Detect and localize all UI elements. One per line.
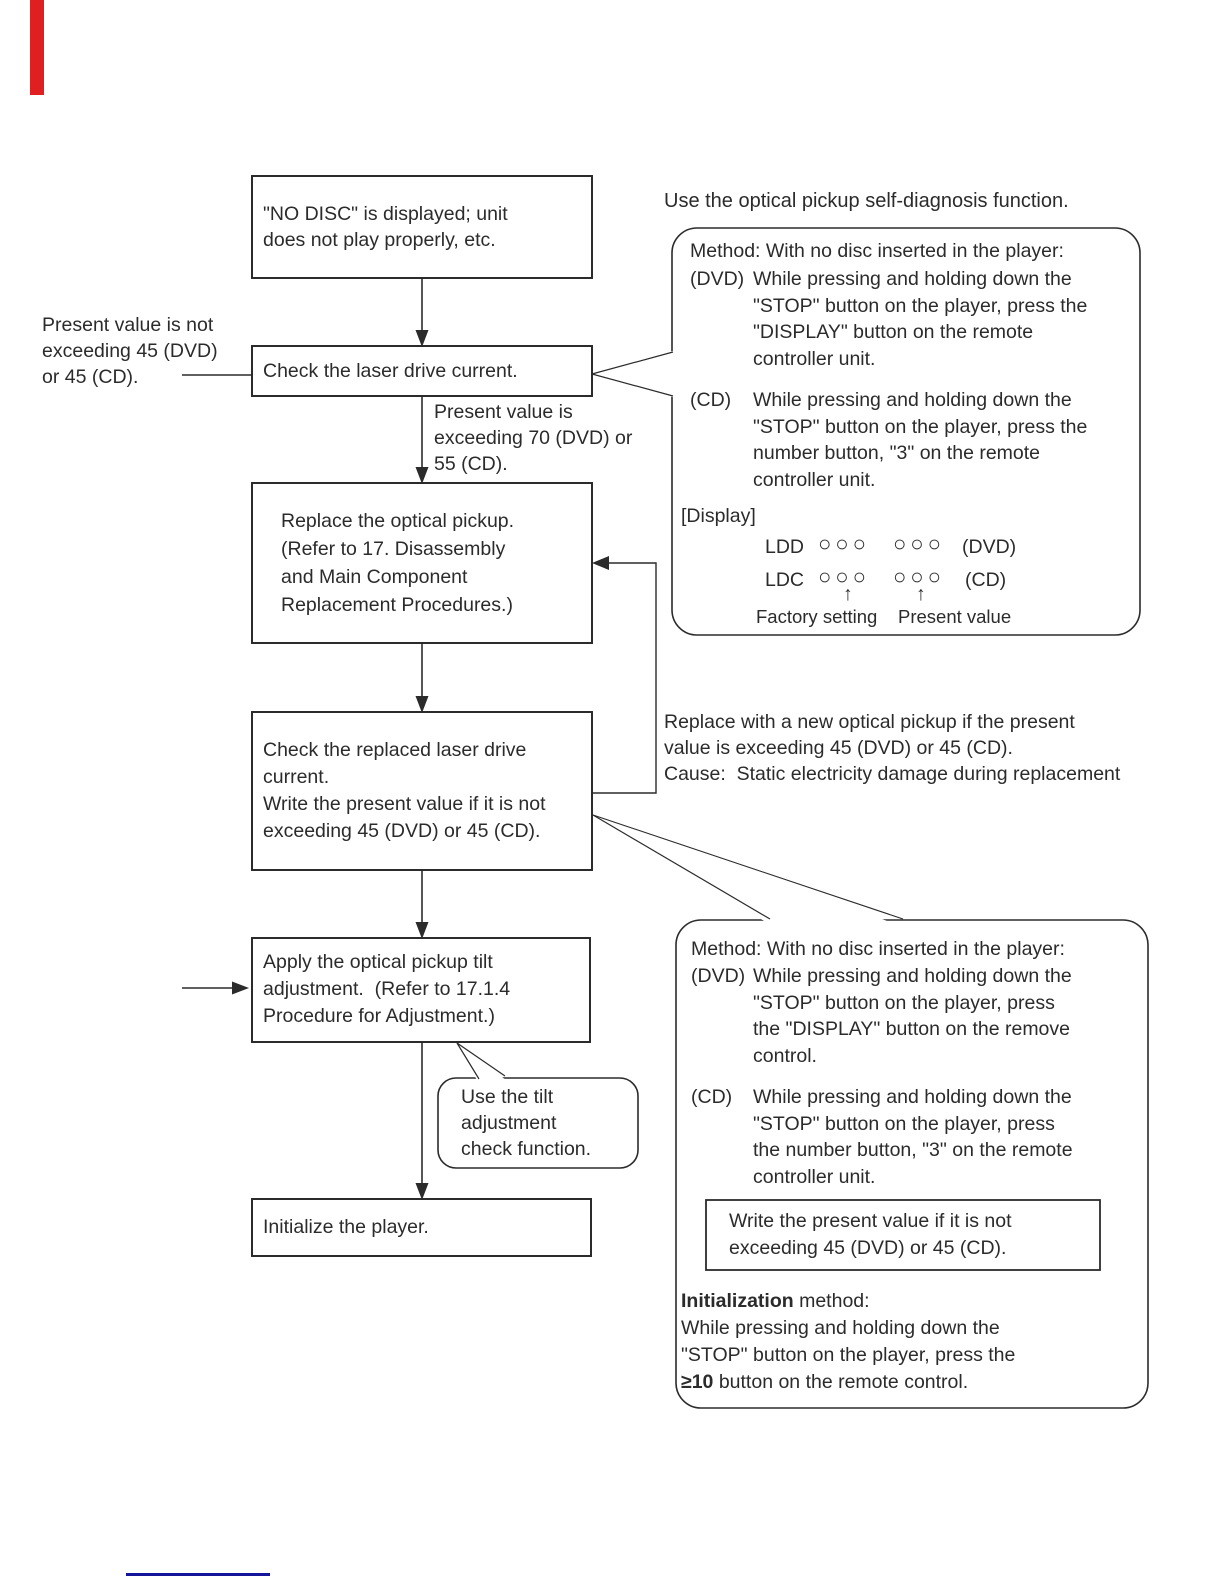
tilt-adjust-box-text: Apply the optical pickup tilt adjustment… [263,951,511,1027]
ge-ten-button-label: ≥10 [681,1371,714,1393]
initialization-dvd-label: (DVD) [691,965,746,987]
arrow-tilt-to-initialize-head [415,1183,429,1200]
initialization-steps-last-line: ≥10 button on the remote control. [681,1369,1121,1396]
feedback-loop-arrow-head [592,556,609,570]
check-replaced-box-outline [251,711,593,871]
factory-setting-arrow-icon: ↑ [843,583,853,605]
symptom-box-outline [251,175,593,279]
diagnosis-dvd-label: (DVD) [690,268,745,290]
fail-branch-label: Present value is exceeding 70 (DVD) or 5… [434,401,633,475]
red-margin-tab [30,0,44,95]
diagnosis-bubble-outline [671,227,1141,636]
initialization-pointer-left-line [592,814,771,920]
arrow-left-into-tilt-head [232,981,249,995]
initialization-heading-bold: Initialization [681,1290,794,1312]
ldc-tag: (CD) [965,569,1007,591]
tilt-adjust-box-outline [251,937,591,1043]
arrow-recheck-to-tilt-head [415,922,429,939]
display-heading: [Display] [681,505,756,527]
write-value-box-outline [705,1199,1101,1271]
initialization-steps: While pressing and holding down the "STO… [681,1317,1016,1366]
ldd-factory-circles: ○○○ [818,531,870,556]
ldc-present-circles: ○○○ [893,564,945,589]
initialization-cd-label: (CD) [691,1086,733,1108]
arrow-replace-to-recheck-head [415,696,429,713]
check-current-box-text: Check the laser drive current. [263,360,518,382]
footer-rule [126,1573,270,1576]
replace-note: Replace with a new optical pickup if the… [664,711,1121,785]
feedback-loop-line [592,562,657,794]
ldd-label: LDD [765,536,805,558]
symptom-box-text: "NO DISC" is displayed; unit does not pl… [263,203,508,251]
initialization-steps-rest: button on the remote control. [713,1371,969,1393]
write-value-box-text: Write the present value if it is not exc… [729,1210,1012,1259]
factory-setting-label: Factory setting [756,606,878,627]
arrow-symptom-to-check-head [415,330,429,347]
diagnosis-cd-label: (CD) [690,389,732,411]
ldd-tag: (DVD) [962,536,1017,558]
self-diagnosis-header: Use the optical pickup self-diagnosis fu… [664,190,1069,212]
diagnosis-pointer-upper-line [591,351,674,375]
tilt-check-pointer-mask [457,1044,506,1082]
initialization-dvd-steps: While pressing and holding down the "STO… [753,965,1072,1067]
diagnosis-dvd-steps: While pressing and holding down the "STO… [753,268,1088,370]
diagnosis-pointer-lower-line [591,373,674,397]
initialization-method-intro: Method: With no disc inserted in the pla… [691,938,1065,960]
initialization-heading-rest: method: [793,1290,870,1312]
ldc-factory-circles: ○○○ [818,564,870,589]
replace-pickup-box-text: Replace the optical pickup. (Refer to 17… [281,510,515,616]
initialization-pointer-right-line [592,814,904,920]
initialization-bubble-outline [675,919,1149,1409]
present-value-arrow-icon: ↑ [916,583,926,605]
diagnosis-pointer-mask [592,350,676,398]
tilt-check-pointer-right-line [456,1042,506,1077]
diagnosis-method-intro: Method: With no disc inserted in the pla… [690,240,1064,262]
ldd-present-circles: ○○○ [893,531,945,556]
diagnosis-cd-steps: While pressing and holding down the "STO… [753,389,1088,491]
ldc-label: LDC [765,569,805,591]
initialize-box-text: Initialize the player. [263,1216,429,1238]
initialization-heading: Initialization method: [681,1288,1121,1314]
check-replaced-box-text: Check the replaced laser drive current. … [263,739,546,842]
ok-branch-label: Present value is not exceeding 45 (DVD) … [42,314,218,388]
tilt-check-bubble-text: Use the tilt adjustment check function. [461,1086,592,1160]
tilt-check-pointer-left-line [456,1042,480,1080]
initialize-box-outline [251,1198,592,1257]
tilt-check-bubble-outline [437,1077,639,1169]
arrow-check-to-replace-head [415,467,429,484]
initialization-cd-steps: While pressing and holding down the "STO… [753,1086,1073,1188]
present-value-label: Present value [898,606,1012,627]
